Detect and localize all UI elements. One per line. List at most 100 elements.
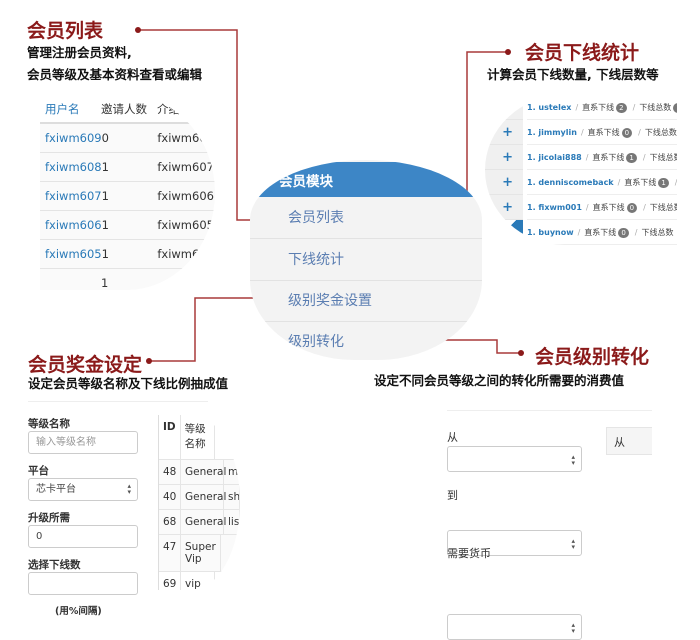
username-link[interactable]: fxiwm608 xyxy=(45,160,102,174)
direct-label: 直系下线 xyxy=(582,103,615,112)
username-link[interactable]: fxiwm605 xyxy=(45,247,102,261)
bonus-desc: 设定会员等级名称及下线比例抽成值 xyxy=(28,376,229,391)
member-name[interactable]: 1. denniscomeback xyxy=(527,178,614,187)
expand-plus-icon[interactable]: + xyxy=(485,195,523,220)
separator: / xyxy=(632,103,636,112)
upgrade-label: 升级所需 xyxy=(28,512,70,524)
direct-count-badge: 1 xyxy=(626,153,637,163)
placeholder: 输入等级名称 xyxy=(36,437,96,448)
direct-label: 直系下线 xyxy=(624,178,657,187)
separator: / xyxy=(634,228,638,237)
username-link[interactable]: fxiwm607 xyxy=(45,189,102,203)
select-arrows-icon: ▴▾ xyxy=(571,453,575,467)
expand-plus-icon[interactable]: + xyxy=(485,145,523,170)
separator: / xyxy=(575,103,579,112)
table-cell: fxiwm606 xyxy=(157,189,214,203)
level-name-label: 等级名称 xyxy=(28,418,70,430)
total-count-badge: 7 xyxy=(673,103,677,113)
col-invites: 邀请人数 xyxy=(101,101,148,116)
member-name[interactable]: 1. fixwm001 xyxy=(527,203,582,212)
separator: / xyxy=(643,203,646,212)
table-cell: 1 xyxy=(101,218,109,232)
total-label: 下线总数 xyxy=(649,153,677,162)
separator: / xyxy=(642,153,646,162)
from-select[interactable]: ▴▾ xyxy=(447,446,582,472)
total-label: 下线总数 xyxy=(641,228,674,237)
col-id: ID xyxy=(159,415,181,459)
expand-plus-icon[interactable]: + xyxy=(485,95,523,120)
desc-line: 管理注册会员资料, xyxy=(27,45,132,60)
direct-count-badge: 2 xyxy=(616,103,627,113)
direct-label: 直系下线 xyxy=(587,128,620,137)
table-cell: 69 xyxy=(159,572,181,590)
table-cell: 40 xyxy=(159,485,181,509)
table-cell: General xyxy=(181,485,226,509)
member-name[interactable]: 1. jimmylin xyxy=(527,128,577,137)
connector-bonus xyxy=(149,297,272,362)
divider xyxy=(447,410,652,411)
expanded-corner-icon[interactable] xyxy=(485,220,523,245)
desc-line: 会员等级及基本资料查看或编辑 xyxy=(27,67,203,82)
direct-label: 直系下线 xyxy=(584,228,617,237)
bonus-title: 会员奖金设定 xyxy=(28,354,143,376)
separator: / xyxy=(577,228,581,237)
downline-desc: 计算会员下线数量, 下线层数等 xyxy=(487,67,659,82)
username-link[interactable]: fxiwm606 xyxy=(45,218,102,232)
downline-count-input[interactable] xyxy=(28,572,138,595)
separator: / xyxy=(617,178,621,187)
table-cell: 0 xyxy=(101,131,109,145)
table-cell: fxiwm607 xyxy=(157,160,214,174)
platform-select[interactable]: 芯卡平台 ▴▾ xyxy=(28,478,138,501)
col-level-name: 等级名称 xyxy=(181,415,216,459)
menu-header[interactable]: 会员模块 xyxy=(252,162,482,197)
menu-item-downline-stats[interactable]: 下线统计 xyxy=(250,240,482,281)
col-username[interactable]: 用户名 xyxy=(45,101,80,116)
member-module-menu: 会员模块 会员列表 下线统计 级别奖金设置 级别转化 xyxy=(250,160,482,360)
level-name-input[interactable]: 输入等级名称 xyxy=(28,431,138,454)
expand-plus-icon[interactable]: + xyxy=(485,170,523,195)
total-label: 下线总数 xyxy=(644,128,677,137)
divider xyxy=(28,401,208,402)
downline-title: 会员下线统计 xyxy=(525,42,640,64)
menu-item-level-bonus[interactable]: 级别奖金设置 xyxy=(250,281,482,322)
table-cell: 1 xyxy=(101,189,109,203)
direct-count-badge: 0 xyxy=(626,203,638,213)
currency-select[interactable]: ▴▾ xyxy=(447,614,582,640)
member-name[interactable]: 1. jicolai888 xyxy=(527,153,582,162)
user-icon xyxy=(260,171,273,188)
member-name[interactable]: 1. ustelex xyxy=(527,103,572,112)
username-link[interactable]: fxiwm609 xyxy=(45,131,102,145)
percent-hint: (用%间隔) xyxy=(55,606,102,617)
separator: / xyxy=(675,178,677,187)
separator: / xyxy=(580,128,584,137)
currency-label: 需要货币 xyxy=(447,547,491,560)
member-name[interactable]: 1. buynow xyxy=(527,228,574,237)
table-cell: 1 xyxy=(101,160,109,174)
table-cell: fxiwm605 xyxy=(157,218,214,232)
menu-header-label: 会员模块 xyxy=(279,173,333,190)
menu-item-level-conversion[interactable]: 级别转化 xyxy=(288,334,344,350)
table-cell: 1 xyxy=(101,247,109,261)
menu-item-member-list[interactable]: 会员列表 xyxy=(250,198,482,239)
expand-plus-icon[interactable]: + xyxy=(485,120,523,145)
platform-label: 平台 xyxy=(28,465,49,477)
select-arrows-icon: ▴▾ xyxy=(127,482,131,496)
member-list-desc: 管理注册会员资料, 会员等级及基本资料查看或编辑 xyxy=(27,42,202,86)
platform-value: 芯卡平台 xyxy=(36,484,76,495)
upgrade-input[interactable]: 0 xyxy=(28,525,138,548)
select-arrows-icon: ▴▾ xyxy=(571,537,575,551)
separator: / xyxy=(638,128,641,137)
to-select[interactable]: ▴▾ xyxy=(447,530,582,556)
table-cell: Super Vip xyxy=(181,535,221,571)
